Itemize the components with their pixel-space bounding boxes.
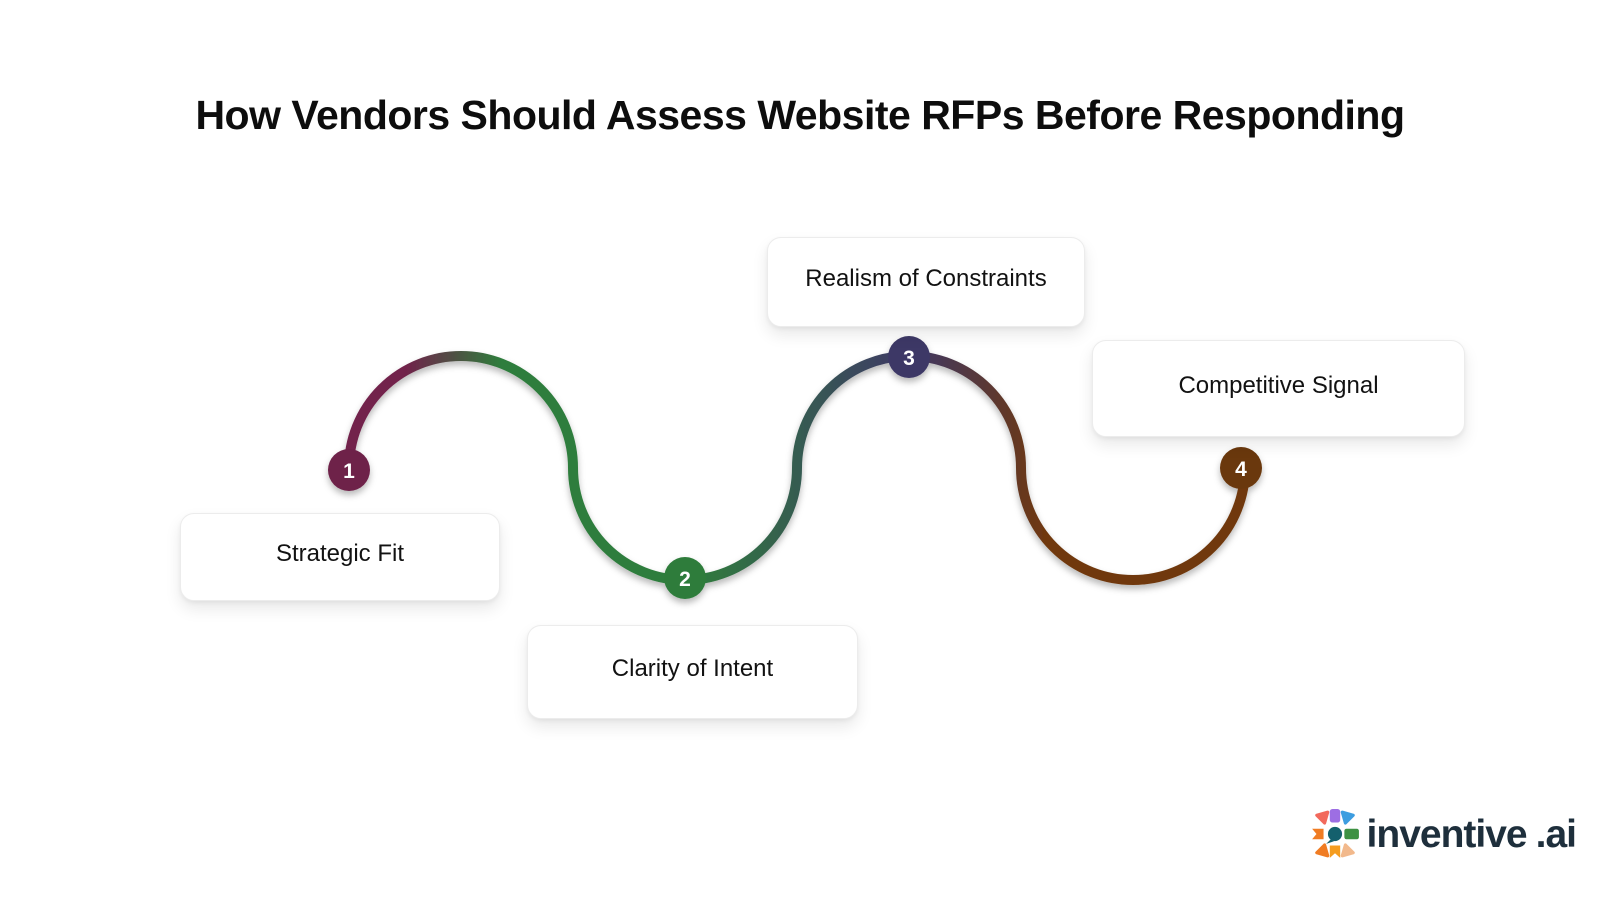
step-card-competitive-signal: Competitive Signal	[1092, 340, 1465, 437]
inventive-flower-icon	[1311, 809, 1359, 858]
brand-suffix: .ai	[1535, 812, 1577, 856]
step-number-1: 1	[343, 460, 355, 483]
page-title: How Vendors Should Assess Website RFPs B…	[195, 92, 1405, 138]
step-number-3: 3	[903, 347, 915, 370]
step-number-4: 4	[1235, 458, 1247, 481]
step-card-strategic-fit: Strategic Fit	[180, 513, 500, 601]
step-marker-1	[328, 449, 370, 491]
brand-wordmark: inventive .ai	[1366, 812, 1577, 856]
step-number-2: 2	[679, 568, 691, 591]
step-label: Realism of Constraints	[805, 265, 1047, 292]
step-card-clarity-of-intent: Clarity of Intent	[527, 625, 858, 719]
step-card-realism-of-constraints: Realism of Constraints	[767, 237, 1085, 327]
journey-path	[344, 351, 1250, 585]
step-marker-2	[664, 557, 706, 599]
brand-name: inventive	[1366, 812, 1528, 856]
step-label: Competitive Signal	[1178, 371, 1379, 399]
step-marker-3	[888, 336, 930, 378]
step-marker-4	[1220, 447, 1262, 489]
brand-logo: inventive .ai	[1310, 808, 1577, 860]
step-label: Clarity of Intent	[611, 655, 774, 682]
step-label: Strategic Fit	[275, 540, 405, 567]
